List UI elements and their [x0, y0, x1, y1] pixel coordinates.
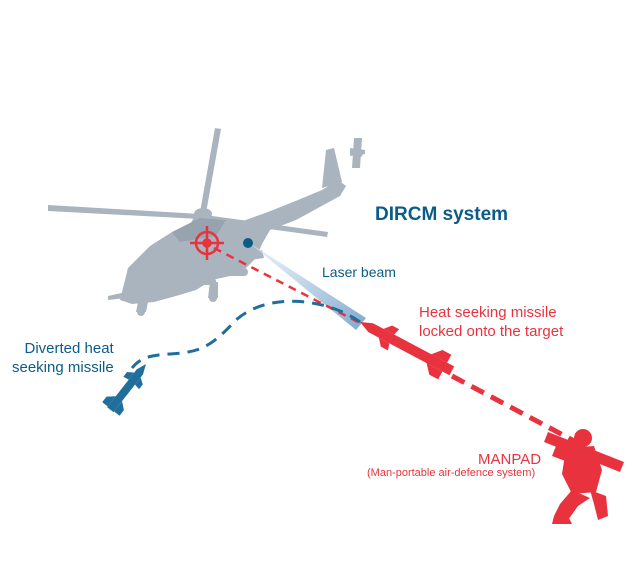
diverted-missile-path — [130, 299, 361, 369]
target-reticle-icon — [190, 226, 224, 260]
manpad-subtitle: (Man-portable air-defence system) — [367, 467, 536, 479]
diverted-missile-icon — [102, 364, 146, 416]
diverted-label-line-2: seeking missile — [12, 359, 114, 376]
heat-seeking-missile-label: Heat seeking missile locked onto the tar… — [419, 303, 563, 341]
laser-beam-label: Laser beam — [322, 264, 396, 280]
dircm-turret — [243, 238, 253, 248]
diverted-missile-label: Diverted heat seeking missile — [12, 339, 114, 377]
missile-trail — [450, 373, 582, 447]
diverted-label-line-1: Diverted heat — [24, 340, 114, 357]
heat-label-line-2: locked onto the target — [419, 323, 564, 340]
manpad-title: MANPAD — [478, 451, 542, 468]
heat-label-line-1: Heat seeking missile — [419, 304, 557, 321]
dircm-system-label: DIRCM system — [375, 204, 509, 225]
manpad-soldier-icon — [544, 429, 624, 524]
missile-icon — [360, 322, 455, 380]
helicopter-icon — [48, 128, 365, 316]
laser-beam — [248, 242, 366, 330]
